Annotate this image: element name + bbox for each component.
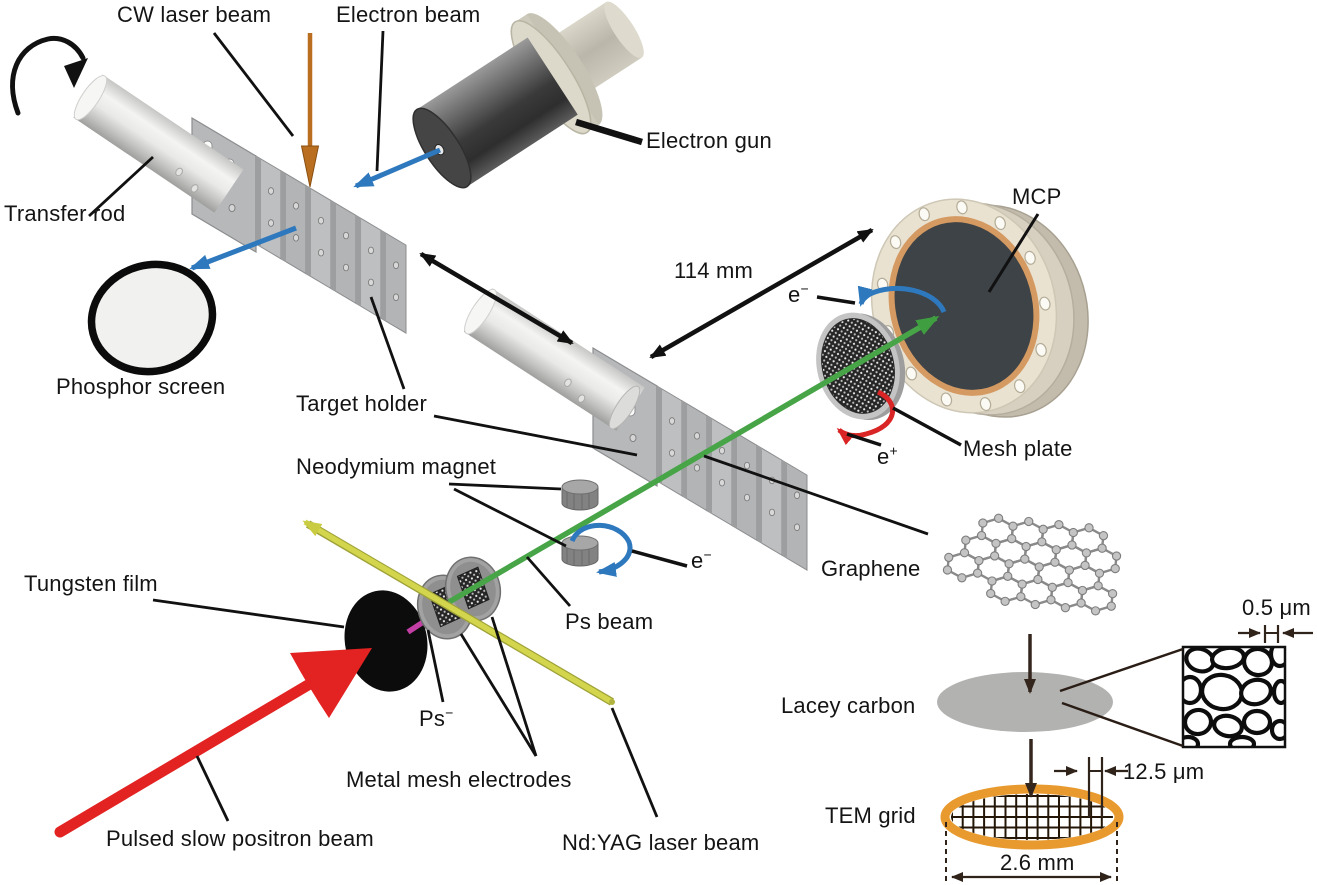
- dimension-12-5um: [1054, 757, 1128, 817]
- label-dim-0-5um: 0.5 μm: [1242, 595, 1311, 620]
- label-dim-114mm: 114 mm: [674, 258, 754, 283]
- neodymium-magnet-lower: [561, 535, 599, 567]
- inset-callout-line-top: [1059, 647, 1184, 693]
- graphene-lattice: [942, 513, 1122, 616]
- leader-e-minus-magnet: [631, 549, 688, 568]
- label-ps-minus: Ps−: [419, 704, 454, 731]
- leader-cw-laser: [212, 32, 295, 137]
- label-electron-beam: Electron beam: [336, 2, 481, 27]
- dimension-2-6mm: [945, 822, 1118, 884]
- electron-beam-arrow-1: [353, 147, 441, 189]
- label-e-minus-mcp: e−: [788, 280, 809, 307]
- rotation-arrow: [10, 35, 88, 116]
- leader-ps-beam: [525, 556, 572, 607]
- leader-mesh-plate: [892, 406, 962, 447]
- leader-tungsten-film: [152, 598, 345, 629]
- label-ps-beam: Ps beam: [565, 609, 654, 634]
- leader-lines: [88, 30, 1040, 822]
- ps-beam-arrow: [447, 315, 940, 605]
- mcp-assembly: [870, 198, 1089, 418]
- mcp-bolt-holes: [876, 200, 1051, 412]
- leader-target-holder-2: [433, 414, 638, 457]
- label-tem-grid: TEM grid: [825, 803, 916, 828]
- leader-mcp: [987, 213, 1040, 293]
- phosphor-screen: [87, 260, 217, 376]
- leader-electron-gun: [575, 118, 643, 146]
- transfer-rod-2: [463, 288, 645, 431]
- leader-transfer-rod: [88, 155, 154, 218]
- label-target-holder: Target holder: [296, 391, 428, 416]
- label-phosphor-screen: Phosphor screen: [56, 374, 226, 399]
- label-e-plus: e+: [877, 442, 898, 469]
- neodymium-magnet-upper: [561, 479, 599, 511]
- target-holder-2-slats: [656, 385, 808, 571]
- inset-callout-line-bottom: [1061, 701, 1184, 748]
- dimension-114mm-arrow: [649, 228, 874, 359]
- leader-electron-beam: [375, 30, 385, 172]
- dimension-0-5um: [1238, 625, 1313, 643]
- mcp-plate: [894, 222, 1034, 390]
- label-transfer-rod: Transfer rod: [4, 201, 126, 226]
- label-cw-laser-beam: CW laser beam: [117, 2, 272, 27]
- label-e-minus-magnet: e−: [691, 546, 712, 573]
- transfer-rod-1: [73, 74, 244, 213]
- label-pulsed-slow-positron-beam: Pulsed slow positron beam: [106, 826, 374, 851]
- lacey-carbon-inset: [1181, 645, 1287, 749]
- leader-magnet-upper: [448, 482, 562, 491]
- e-minus-spiral-arrow-magnet: [569, 522, 633, 577]
- leader-ps-minus: [426, 629, 445, 703]
- target-holder-1-slats: [255, 155, 407, 334]
- leader-e-plus: [846, 432, 882, 447]
- label-neodymium-magnet: Neodymium magnet: [296, 454, 497, 479]
- tungsten-film: [344, 590, 428, 692]
- label-tungsten-film: Tungsten film: [24, 571, 158, 596]
- positron-beam-arrow: [54, 648, 372, 838]
- electron-gun: [412, 1, 644, 189]
- label-dim-12-5um: 12.5 μm: [1123, 759, 1205, 784]
- label-graphene: Graphene: [821, 556, 921, 581]
- leader-nd-yag: [610, 707, 659, 818]
- leader-positron-beam: [195, 755, 230, 822]
- tem-grid: [940, 784, 1124, 850]
- leader-mesh-electrode-1: [459, 633, 538, 757]
- leader-magnet-lower: [453, 487, 567, 548]
- leader-target-holder-1: [369, 296, 406, 390]
- leader-mesh-electrode-2: [490, 616, 538, 757]
- holder-exchange-arrow: [419, 252, 574, 345]
- label-lacey-carbon: Lacey carbon: [781, 693, 916, 718]
- label-mcp: MCP: [1012, 184, 1062, 209]
- cw-laser-arrow: [300, 33, 320, 188]
- leader-graphene: [703, 454, 929, 536]
- label-electron-gun: Electron gun: [646, 128, 772, 153]
- nd-yag-beam: [302, 519, 615, 706]
- label-mesh-plate: Mesh plate: [963, 436, 1073, 461]
- electron-beam-arrow-2: [189, 225, 297, 271]
- label-metal-mesh-electrodes: Metal mesh electrodes: [346, 767, 572, 792]
- leader-e-minus-mcp: [816, 295, 856, 305]
- label-nd-yag-laser-beam: Nd:YAG laser beam: [562, 830, 760, 855]
- label-dim-2-6mm: 2.6 mm: [1000, 850, 1075, 875]
